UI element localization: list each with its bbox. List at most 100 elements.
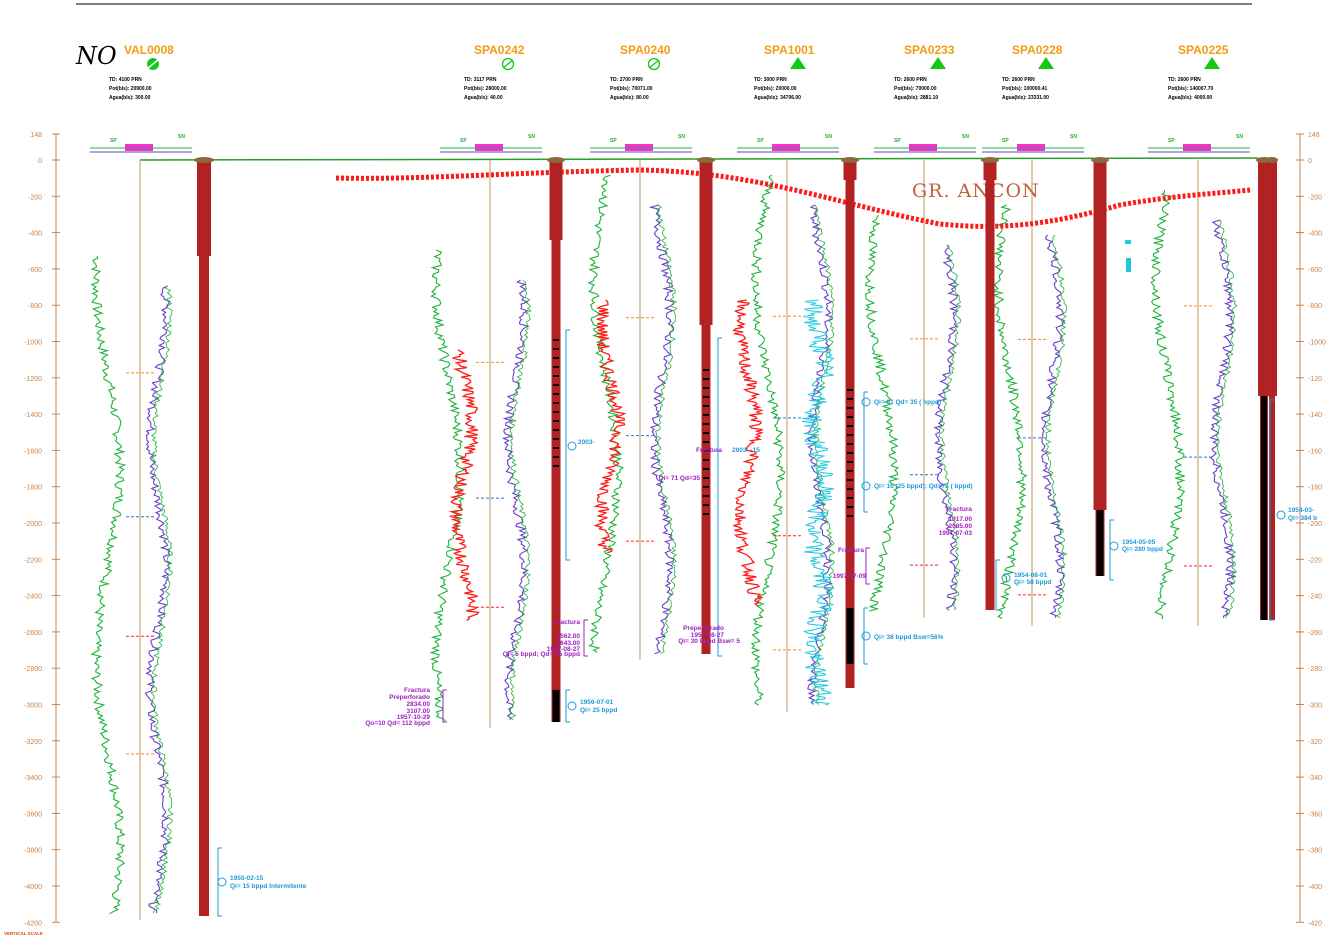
scale-footer: VERTICAL SCALE bbox=[4, 931, 43, 936]
well-td: TD: 4100 PRN bbox=[109, 77, 142, 83]
gr-log-curve bbox=[750, 174, 786, 706]
test-marker-icon bbox=[217, 877, 227, 887]
interval-bracket bbox=[995, 559, 1000, 611]
log-header-sn: SN bbox=[1236, 134, 1243, 140]
log-header-sn: SN bbox=[1070, 134, 1077, 140]
dry-hole-slash bbox=[147, 59, 159, 69]
casing-tube bbox=[845, 160, 855, 688]
annotation-text: Qi= 384 b bbox=[1288, 515, 1317, 522]
producer-triangle-icon bbox=[930, 57, 946, 69]
interval-bracket bbox=[863, 391, 868, 513]
interval-bracket bbox=[865, 547, 870, 585]
gr-log-curve bbox=[587, 174, 625, 653]
wellhead bbox=[1091, 157, 1109, 163]
axis-tick-label-left: -2600 bbox=[24, 630, 42, 637]
perforation-interval bbox=[846, 608, 854, 664]
axis-tick-label-left: -600 bbox=[28, 267, 42, 274]
axis-tick-label-right: -200 bbox=[1308, 521, 1322, 528]
axis-tick-label-left: -3000 bbox=[24, 703, 42, 710]
annotation-text: 2003- -15 bbox=[732, 447, 760, 454]
producer-triangle-icon bbox=[1038, 57, 1054, 69]
formation-top-line bbox=[335, 167, 1251, 229]
axis-tick-label-right: -120 bbox=[1308, 376, 1322, 383]
annotation-text: 2003- bbox=[578, 439, 595, 446]
axis-tick-label-right: 0 bbox=[1308, 158, 1312, 165]
annotation-text: 1954-05-05 bbox=[1122, 539, 1156, 546]
annotation-text: Qi= 5 bppd; Qd= 15 bppd bbox=[503, 651, 580, 658]
well-pot: Pot(bls): 100000.41 bbox=[1002, 86, 1048, 92]
axis-tick-label-left: 0 bbox=[38, 158, 42, 165]
casing-surface bbox=[983, 160, 997, 180]
log-header-sp: SP bbox=[894, 138, 901, 144]
axis-tick-label-left: -800 bbox=[28, 303, 42, 310]
axis-tick-label-left: -2800 bbox=[24, 666, 42, 673]
axis-tick-label-left: -400 bbox=[28, 231, 42, 238]
axis-tick-label-right: -380 bbox=[1308, 848, 1322, 855]
wellhead bbox=[981, 157, 999, 163]
wellhead bbox=[194, 157, 214, 163]
annotation-text: Fractura bbox=[696, 447, 722, 454]
log-header-sn: SN bbox=[178, 134, 185, 140]
sp-log-curve bbox=[593, 299, 627, 554]
well-pot: Pot(bls): 28000.00 bbox=[464, 86, 507, 92]
gr-log-curve bbox=[864, 214, 900, 612]
axis-tick-label-left: -3400 bbox=[24, 775, 42, 782]
axis-tick-label-left: -3600 bbox=[24, 811, 42, 818]
axis-tick-label-right: -180 bbox=[1308, 485, 1322, 492]
axis-tick-label-right: -160 bbox=[1308, 448, 1322, 455]
interval-bracket bbox=[1269, 399, 1274, 621]
log-header-sp: SP bbox=[1002, 138, 1009, 144]
abandoned-slash bbox=[502, 59, 514, 69]
well-name: SPA0233 bbox=[904, 43, 955, 57]
annotation-text: 1957-10-29 bbox=[397, 714, 431, 721]
axis-tick-label-right: -400 bbox=[1308, 884, 1322, 891]
formation-label: GR. ANCON bbox=[912, 180, 1040, 202]
perforation-interval bbox=[1261, 396, 1267, 620]
annotation-text: 2562.00 bbox=[557, 633, 581, 640]
axis-tick-label-right: -800 bbox=[1308, 303, 1322, 310]
test-marker-icon bbox=[861, 397, 871, 407]
annotation-text: 1917.00 bbox=[949, 516, 973, 523]
annotation-text: Qi= 71 Qd=35 bbox=[658, 475, 700, 482]
well-pot: Pot(bls): 70000.00 bbox=[894, 86, 937, 92]
well-agua: Agua(bls): 300.00 bbox=[109, 95, 151, 101]
annotation-text: Fractura bbox=[946, 506, 972, 513]
axis-tick-label-right: -280 bbox=[1308, 666, 1322, 673]
well-td: TD: 3117 PRN bbox=[464, 77, 497, 83]
sonic-block bbox=[1126, 258, 1131, 272]
res-log-curve bbox=[1040, 234, 1066, 618]
res2-log-curve bbox=[938, 244, 962, 611]
interval-bracket bbox=[717, 337, 722, 657]
axis-tick-label-right: 148 bbox=[1308, 132, 1320, 139]
casing-surface bbox=[843, 160, 857, 180]
res2-log-curve bbox=[508, 279, 532, 721]
casing-surface bbox=[1267, 160, 1277, 396]
res2-log-curve bbox=[654, 204, 678, 655]
well-name: SPA0240 bbox=[620, 43, 671, 57]
log-header-sn: SN bbox=[825, 134, 832, 140]
annotation-text: 3107.00 bbox=[407, 708, 431, 715]
annotation-text: 1955-02-15 bbox=[230, 875, 264, 882]
depth-axis-left: 1480-200-400-600-800-1000-1200-1400-1600… bbox=[24, 132, 60, 927]
well-name: SPA0225 bbox=[1178, 43, 1229, 57]
well-pot: Pot(bls): 20900.00 bbox=[109, 86, 152, 92]
wellhead bbox=[697, 157, 715, 163]
res2-log-curve bbox=[150, 285, 174, 914]
abandoned-icon bbox=[501, 57, 515, 71]
gr-log-curve bbox=[1150, 189, 1186, 620]
casing-surface bbox=[699, 160, 713, 325]
annotation-text: 2834.00 bbox=[407, 701, 431, 708]
well-td: TD: 3000 PRN bbox=[754, 77, 787, 83]
sonic-block bbox=[1125, 240, 1131, 244]
res2-log-curve bbox=[1045, 234, 1068, 619]
res-log-curve bbox=[501, 279, 530, 721]
perforation-interval bbox=[1096, 510, 1104, 576]
test-marker-icon bbox=[1001, 573, 1011, 583]
annotation-text: 1957-08-27 bbox=[691, 632, 725, 639]
res2-log-curve bbox=[812, 204, 836, 705]
perforation-interval bbox=[552, 690, 560, 722]
well-td: TD: 2600 PRN bbox=[1168, 77, 1201, 83]
axis-tick-label-left: -2400 bbox=[24, 594, 42, 601]
producer-triangle-icon bbox=[790, 57, 806, 69]
